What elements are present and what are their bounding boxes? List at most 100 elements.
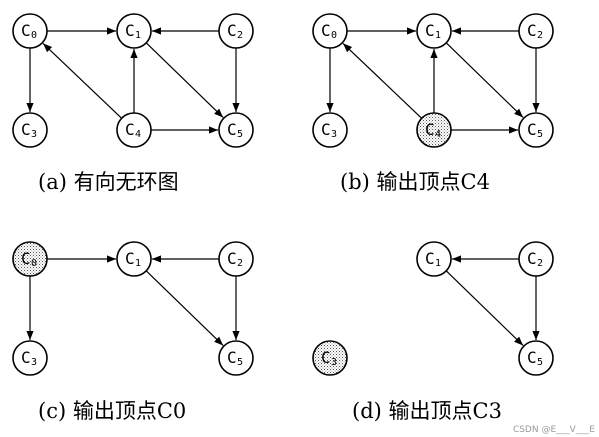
edge-c1-c5 [145,42,224,118]
node-c3-label: C [321,120,331,139]
node-c4-subscript: 4 [135,129,141,140]
node-c0-circle [312,13,348,49]
node-c4-subscript: 4 [435,129,441,140]
node-c5-circle [518,112,554,148]
node-c2-subscript: 2 [537,30,543,41]
edge-c4-c0 [342,42,423,119]
node-c2-label: C [227,21,237,40]
node-c2-circle [218,241,254,277]
node-c2-subscript: 2 [237,30,243,41]
node-c1-subscript: 1 [135,30,141,41]
node-c3-circle [312,112,348,148]
node-c5-label: C [227,120,237,139]
node-c1-subscript: 1 [435,30,441,41]
node-c2-circle [218,13,254,49]
node-c0-subscript: 0 [331,30,337,41]
node-c3-circle [12,112,48,148]
node-c0-circle [12,241,48,277]
caption-c: (c) 输出顶点C0 [38,399,187,423]
node-c3-label: C [21,120,31,139]
node-c1-subscript: 1 [135,258,141,269]
node-c2-label: C [227,249,237,268]
node-c1-label: C [125,249,135,268]
node-c4-label: C [425,120,435,139]
node-c0-label: C [321,21,331,40]
node-c0-circle [12,13,48,49]
node-c2-label: C [527,21,537,40]
node-c2-circle [518,13,554,49]
node-c3-circle [12,340,48,376]
node-c3-circle [312,340,348,376]
node-c2-subscript: 2 [237,258,243,269]
node-c5-subscript: 5 [537,357,543,368]
node-c5-label: C [227,348,237,367]
node-c2-label: C [527,249,537,268]
edge-c4-c0 [42,42,123,119]
node-c3-label: C [21,348,31,367]
node-c0-label: C [21,21,31,40]
node-c3-subscript: 3 [331,357,337,368]
node-c5-subscript: 5 [537,129,543,140]
node-c5-label: C [527,348,537,367]
node-c1-label: C [425,21,435,40]
watermark-text: CSDN @E___V___E [512,425,595,435]
node-c3-subscript: 3 [31,129,37,140]
node-c5-circle [518,340,554,376]
node-c0-subscript: 0 [31,30,37,41]
node-c0-label: C [21,249,31,268]
edge-c1-c5 [445,270,524,346]
node-c3-label: C [321,348,331,367]
node-c5-subscript: 5 [237,357,243,368]
edge-c1-c5 [445,42,524,118]
node-c1-label: C [125,21,135,40]
node-c5-circle [218,340,254,376]
node-c3-subscript: 3 [31,357,37,368]
node-c4-label: C [125,120,135,139]
caption-a: (a) 有向无环图 [38,170,179,194]
node-c1-label: C [425,249,435,268]
node-c1-subscript: 1 [435,258,441,269]
edge-c1-c5 [145,270,224,346]
node-c1-circle [416,241,452,277]
node-c1-circle [116,241,152,277]
node-c0-subscript: 0 [31,258,37,269]
node-c3-subscript: 3 [331,129,337,140]
node-c5-label: C [527,120,537,139]
node-c2-subscript: 2 [537,258,543,269]
node-c5-subscript: 5 [237,129,243,140]
node-c1-circle [416,13,452,49]
caption-d: (d) 输出顶点C3 [352,399,502,423]
node-c4-circle [416,112,452,148]
caption-b: (b) 输出顶点C4 [340,170,490,194]
node-c2-circle [518,241,554,277]
node-c1-circle [116,13,152,49]
node-c4-circle [116,112,152,148]
node-c5-circle [218,112,254,148]
